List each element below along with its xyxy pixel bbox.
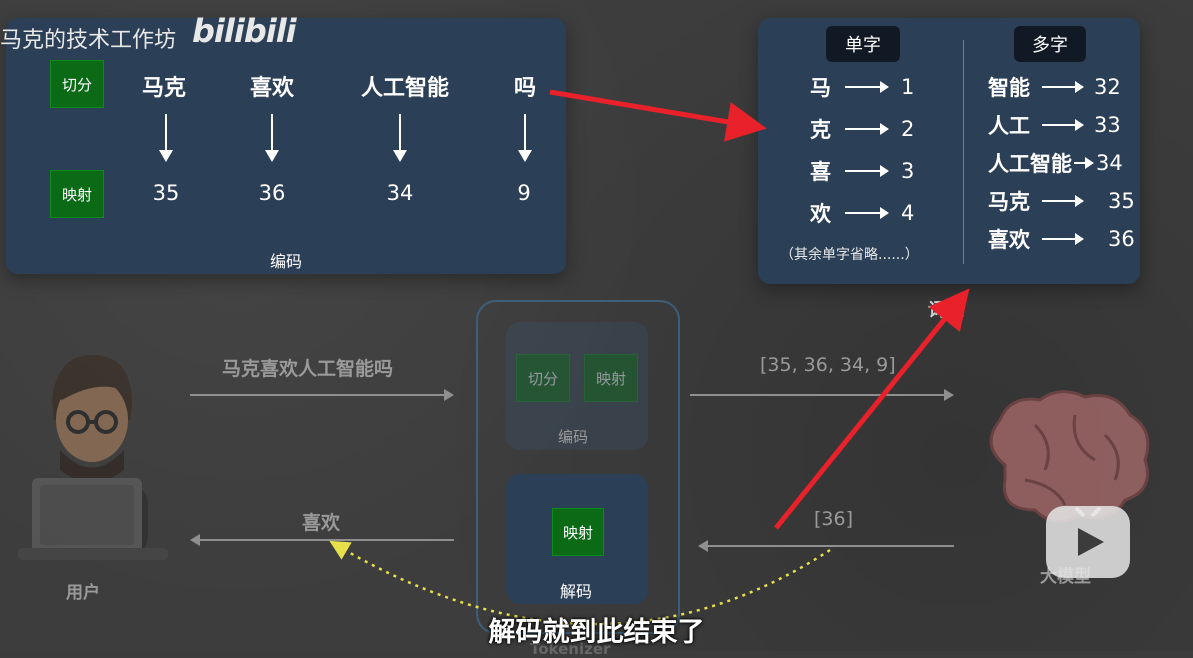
decoded-text: 喜欢 (302, 512, 341, 534)
model-output-text: [36] (814, 508, 854, 530)
red-arrow-id-lookup (774, 288, 970, 530)
vocab-single-row: 欢 4 (810, 198, 914, 228)
tokenizer-map-tag: 映射 (584, 354, 638, 402)
vocab-divider (963, 40, 964, 264)
tokenizer-split-tag: 切分 (516, 354, 570, 402)
encoded-ids-text: [35, 36, 34, 9] (760, 354, 896, 376)
red-arrow-to-vocab (549, 89, 767, 142)
vocab-multi-row: 智能 32 (988, 72, 1121, 102)
right-arrow-icon (845, 123, 889, 135)
right-arrow-icon (845, 81, 889, 93)
vocab-token: 马 (810, 76, 831, 100)
vocab-multi-row: 喜欢 36 (988, 224, 1135, 254)
vocab-token: 欢 (810, 202, 831, 226)
user-label: 用户 (66, 583, 100, 603)
encode-word: 喜欢 (249, 76, 294, 101)
encode-split-tag: 切分 (50, 60, 104, 108)
right-arrow-icon (1042, 233, 1084, 245)
vocab-token: 喜 (810, 160, 831, 184)
vocab-token: 人工 (988, 114, 1030, 138)
vocab-id: 2 (901, 117, 915, 141)
single-title: 单字 (826, 26, 900, 62)
encode-id: 36 (258, 181, 286, 205)
arrow-to-model (690, 389, 954, 401)
vocab-id: 36 (1108, 227, 1135, 251)
vocab-id: 35 (1108, 189, 1135, 213)
encode-id: 35 (152, 181, 180, 205)
encode-caption: 编码 (270, 252, 303, 271)
watermark-site-logo: bilibili (192, 12, 297, 50)
arrow-to-tokenizer (190, 389, 454, 401)
encode-id: 9 (517, 181, 531, 205)
down-arrow (393, 114, 407, 162)
arrow-from-model (698, 540, 954, 552)
vocab-token: 人工智能 (988, 152, 1072, 176)
tokenizer-encode-box (506, 322, 648, 450)
vocab-id: 32 (1094, 75, 1121, 99)
multi-title: 多字 (1014, 26, 1086, 62)
vocab-single-row: 喜 3 (810, 156, 914, 186)
yellow-dotted-curve (329, 540, 831, 626)
right-arrow-icon (1042, 81, 1084, 93)
watermark-channel: 马克的技术工作坊 (0, 28, 177, 53)
right-arrow-icon (845, 207, 889, 219)
right-arrow-icon (1042, 119, 1084, 131)
vocab-token: 喜欢 (988, 228, 1030, 252)
encode-map-tag: 映射 (50, 170, 104, 218)
decode-caption: 解码 (560, 582, 593, 601)
vocab-id: 3 (901, 159, 915, 183)
input-text: 马克喜欢人工智能吗 (222, 358, 394, 380)
encode-word: 吗 (513, 76, 536, 101)
vocab-token: 智能 (988, 76, 1030, 100)
right-arrow-icon (845, 165, 889, 177)
vocab-multi-row: 人工 33 (988, 110, 1121, 140)
tokenizer-container (476, 300, 680, 634)
encode-id: 34 (386, 181, 414, 205)
right-arrow-icon (1042, 195, 1084, 207)
vocab-multi-row: 马克 35 (988, 186, 1135, 216)
subtitle: 解码就到此结束了 (488, 617, 705, 648)
vocab-id: 33 (1094, 113, 1121, 137)
vocab-id: 1 (901, 75, 915, 99)
vocab-token: 克 (810, 118, 831, 142)
decode-map-tag: 映射 (552, 508, 604, 556)
down-arrow (159, 114, 173, 162)
encode-word: 人工智能 (360, 76, 449, 101)
down-arrow (518, 114, 532, 162)
vocab-single-row: 克 2 (810, 114, 914, 144)
vocab-single-row: 马 1 (810, 72, 914, 102)
vocab-id: 4 (901, 201, 915, 225)
arrow-to-user (190, 534, 454, 546)
encode-word: 马克 (141, 76, 186, 101)
tokenizer-encode-label: 编码 (558, 428, 589, 446)
play-badge-icon (1046, 506, 1130, 578)
down-arrow (265, 114, 279, 162)
vocab-multi-row: 人工智能 34 (988, 148, 1123, 178)
user-avatar-icon (18, 355, 168, 560)
vocab-token: 马克 (988, 190, 1030, 214)
vocab-single-note: （其余单字省略......） (780, 247, 919, 263)
vocab-id: 34 (1096, 151, 1123, 175)
right-arrow-icon (1074, 157, 1094, 169)
